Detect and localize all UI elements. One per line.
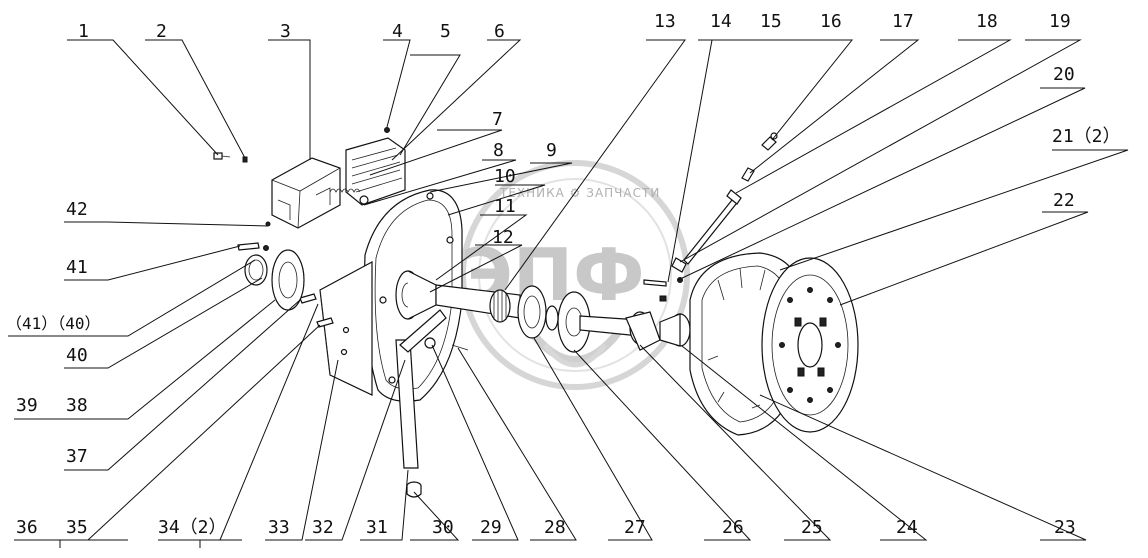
callout-16: 16 — [820, 11, 842, 32]
callout-12: 12 — [492, 227, 514, 248]
part-33-housing-box — [319, 260, 373, 396]
callout-17: 17 — [892, 11, 914, 32]
callout-10: 10 — [494, 166, 516, 187]
callout-4: 4 — [392, 21, 403, 42]
callout-19: 19 — [1049, 11, 1071, 32]
part-34-bolts — [299, 293, 334, 328]
part-16-fitting — [761, 132, 778, 151]
part-14-bolt — [643, 279, 667, 302]
callout-7: 7 — [492, 109, 503, 130]
callout-5: 5 — [440, 21, 451, 42]
part-27-bearing — [517, 285, 559, 339]
part-30-bushing — [406, 481, 422, 498]
callout-9: 9 — [546, 140, 557, 161]
part-25-shaft — [579, 311, 661, 351]
callout-42: 42 — [66, 199, 88, 220]
part-17-nipple — [741, 167, 755, 182]
part-41-bolt — [237, 242, 269, 251]
callout-36: 36 — [16, 517, 38, 538]
callout-39: 39 — [16, 395, 38, 416]
callout-20: 20 — [1053, 64, 1075, 85]
part-6-finned-plate — [345, 137, 406, 206]
callout-3: 3 — [280, 21, 291, 42]
part-13-splined-shaft — [435, 284, 521, 323]
callout-1: 1 — [78, 21, 89, 42]
callout-18: 18 — [976, 11, 998, 32]
callout-29: 29 — [480, 517, 502, 538]
part-18-hose — [683, 189, 742, 265]
part-32-lever-arm — [395, 309, 447, 469]
callout-23: 23 — [1054, 517, 1076, 538]
callout-6: 6 — [494, 21, 505, 42]
callout-33: 33 — [268, 517, 290, 538]
callout-8: 8 — [493, 140, 504, 161]
callout-15: 15 — [760, 11, 782, 32]
callout-25: 25 — [801, 517, 823, 538]
callout-34: 34（2） — [158, 517, 227, 538]
callout-labels: 1 2 3 4 5 6 7 8 9 10 11 12 13 14 15 16 1… — [6, 11, 1121, 538]
callout-37: 37 — [66, 446, 88, 467]
part-38-seal-plate — [271, 249, 305, 311]
callout-40: 40 — [66, 345, 88, 366]
part-1-bolt — [213, 152, 231, 160]
callout-38: 38 — [66, 395, 88, 416]
part-24-hub — [659, 313, 691, 347]
callout-41: 41 — [66, 257, 88, 278]
callout-14: 14 — [710, 11, 732, 32]
part-7-spring — [329, 188, 369, 205]
part-42-screw — [265, 221, 271, 227]
callout-26: 26 — [722, 517, 744, 538]
leader-lines — [8, 39, 1129, 548]
part-40-o-ring — [244, 254, 268, 286]
callout-28: 28 — [544, 517, 566, 538]
callout-11: 11 — [494, 196, 516, 217]
callout-32: 32 — [312, 517, 334, 538]
part-22-friction-disk — [761, 257, 859, 433]
callout-2: 2 — [156, 21, 167, 42]
parts-drawing — [213, 127, 859, 498]
callout-27: 27 — [624, 517, 646, 538]
callout-35: 35 — [66, 517, 88, 538]
callout-24: 24 — [896, 517, 918, 538]
callout-13: 13 — [654, 11, 676, 32]
part-12-hub — [395, 270, 437, 320]
watermark-ring-text: ТЕХНИКА ⚙ ЗАПЧАСТИ — [499, 186, 660, 200]
callout-21: 21（2） — [1052, 126, 1121, 147]
callout-31: 31 — [366, 517, 388, 538]
callout-41-40: （41）（40） — [6, 314, 101, 333]
callout-30: 30 — [432, 517, 454, 538]
part-3-cover — [271, 157, 341, 229]
callout-22: 22 — [1053, 190, 1075, 211]
part-4-screw — [384, 127, 390, 133]
